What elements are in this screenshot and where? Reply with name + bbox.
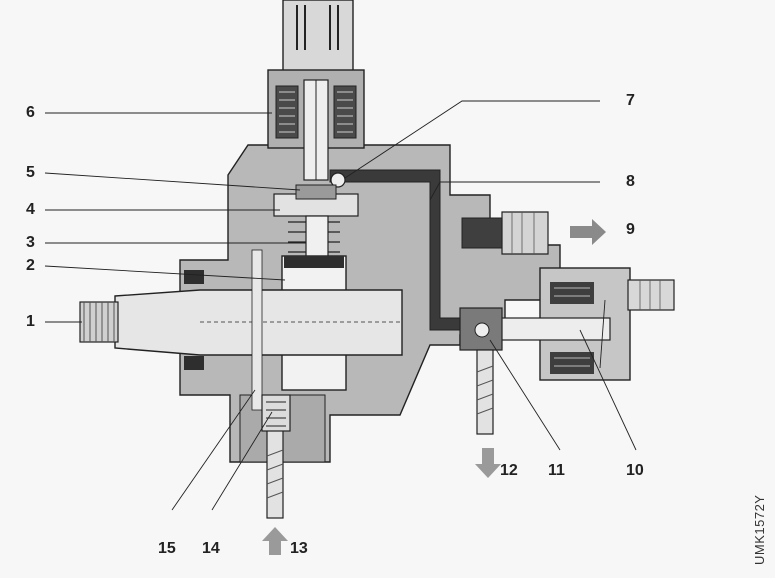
valve-seat [295, 184, 337, 200]
shaft-seal-top [184, 270, 204, 284]
regulator-plunger [499, 317, 611, 341]
label-10: 10 [626, 462, 644, 479]
label-8: 8 [626, 173, 635, 190]
shaft-seal-bottom [184, 356, 204, 370]
label-7: 7 [626, 92, 635, 109]
inlet-pipe [266, 429, 284, 519]
label-5: 5 [26, 164, 35, 181]
regulator-coil-top [550, 282, 594, 304]
return-pipe [476, 349, 494, 435]
label-9: 9 [626, 221, 635, 238]
inlet-arrow [262, 527, 288, 555]
label-12: 12 [500, 462, 518, 479]
label-15: 15 [158, 540, 176, 557]
leader-lines [44, 100, 637, 511]
outlet-arrow [570, 219, 606, 245]
label-1: 1 [26, 313, 35, 330]
solenoid-cap [282, 0, 354, 73]
figure-code: UMK1572Y [752, 494, 767, 565]
solenoid-coil-right [333, 85, 357, 139]
outlet-fitting-body [461, 217, 503, 249]
label-4: 4 [26, 201, 35, 218]
inlet-valve [261, 394, 291, 432]
solenoid-coil-left [275, 85, 299, 139]
return-arrow [475, 448, 501, 478]
low-pressure-channel [251, 249, 263, 411]
shaft-thread [79, 301, 119, 343]
check-valve-ball [330, 172, 346, 188]
regulator-coil-bottom [550, 352, 594, 374]
plunger [305, 215, 329, 261]
label-2: 2 [26, 257, 35, 274]
label-13: 13 [290, 540, 308, 557]
label-11: 11 [548, 462, 565, 479]
regulator-connector [627, 279, 675, 311]
roller-top [284, 256, 344, 268]
label-3: 3 [26, 234, 35, 251]
solenoid-wires [296, 5, 339, 50]
outlet-fitting-nut [501, 211, 549, 255]
label-14: 14 [202, 540, 220, 557]
label-6: 6 [26, 104, 35, 121]
